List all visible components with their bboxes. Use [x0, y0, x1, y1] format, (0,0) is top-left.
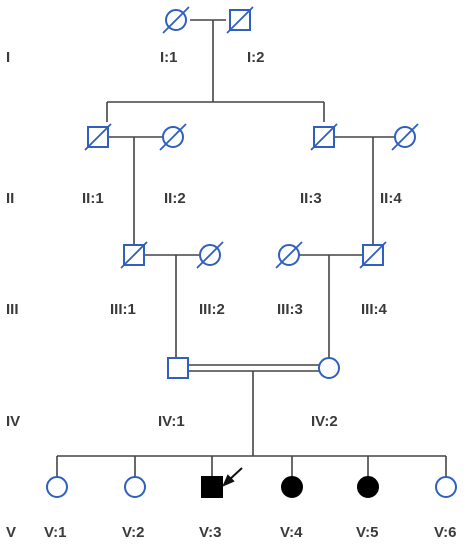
individual-v1-circle-icon	[46, 476, 68, 498]
label-ii3: II:3	[300, 190, 322, 207]
deceased-slash-iii2	[196, 241, 224, 269]
label-v6: V:6	[434, 524, 457, 541]
deceased-slash-ii4	[391, 123, 419, 151]
generation-label-i: I	[6, 49, 10, 66]
deceased-slash-iii1	[120, 241, 148, 269]
label-v2: V:2	[122, 524, 145, 541]
proband-arrow-icon	[222, 467, 243, 487]
label-v3: V:3	[199, 524, 222, 541]
label-ii1: II:1	[82, 190, 104, 207]
deceased-slash-ii3	[310, 123, 338, 151]
generation-label-iii: III	[6, 301, 19, 318]
deceased-slash-i2	[226, 6, 254, 34]
individual-v5-circle-icon	[357, 476, 379, 498]
label-ii2: II:2	[164, 190, 186, 207]
individual-iv2-circle-icon	[318, 357, 340, 379]
label-ii4: II:4	[380, 190, 402, 207]
deceased-slash-iii3	[275, 241, 303, 269]
deceased-slash-i1	[162, 6, 190, 34]
generation-label-ii: II	[6, 190, 14, 207]
deceased-slash-iii4	[359, 241, 387, 269]
label-v4: V:4	[280, 524, 303, 541]
label-iv1: IV:1	[158, 413, 185, 430]
individual-v3-square-icon	[201, 476, 223, 498]
individual-v4-circle-icon	[281, 476, 303, 498]
label-i2: I:2	[247, 49, 265, 66]
label-v1: V:1	[44, 524, 67, 541]
label-iii3: III:3	[277, 301, 303, 318]
generation-label-v: V	[6, 524, 16, 541]
label-v5: V:5	[356, 524, 379, 541]
label-iii1: III:1	[110, 301, 136, 318]
deceased-slash-ii1	[84, 123, 112, 151]
label-iv2: IV:2	[311, 413, 338, 430]
label-i1: I:1	[160, 49, 178, 66]
generation-label-iv: IV	[6, 413, 20, 430]
individual-iv1-square-icon	[167, 357, 189, 379]
label-iii4: III:4	[361, 301, 387, 318]
individual-v2-circle-icon	[124, 476, 146, 498]
deceased-slash-ii2	[159, 123, 187, 151]
pedigree-symbols	[46, 6, 457, 498]
label-iii2: III:2	[199, 301, 225, 318]
individual-v6-circle-icon	[435, 476, 457, 498]
